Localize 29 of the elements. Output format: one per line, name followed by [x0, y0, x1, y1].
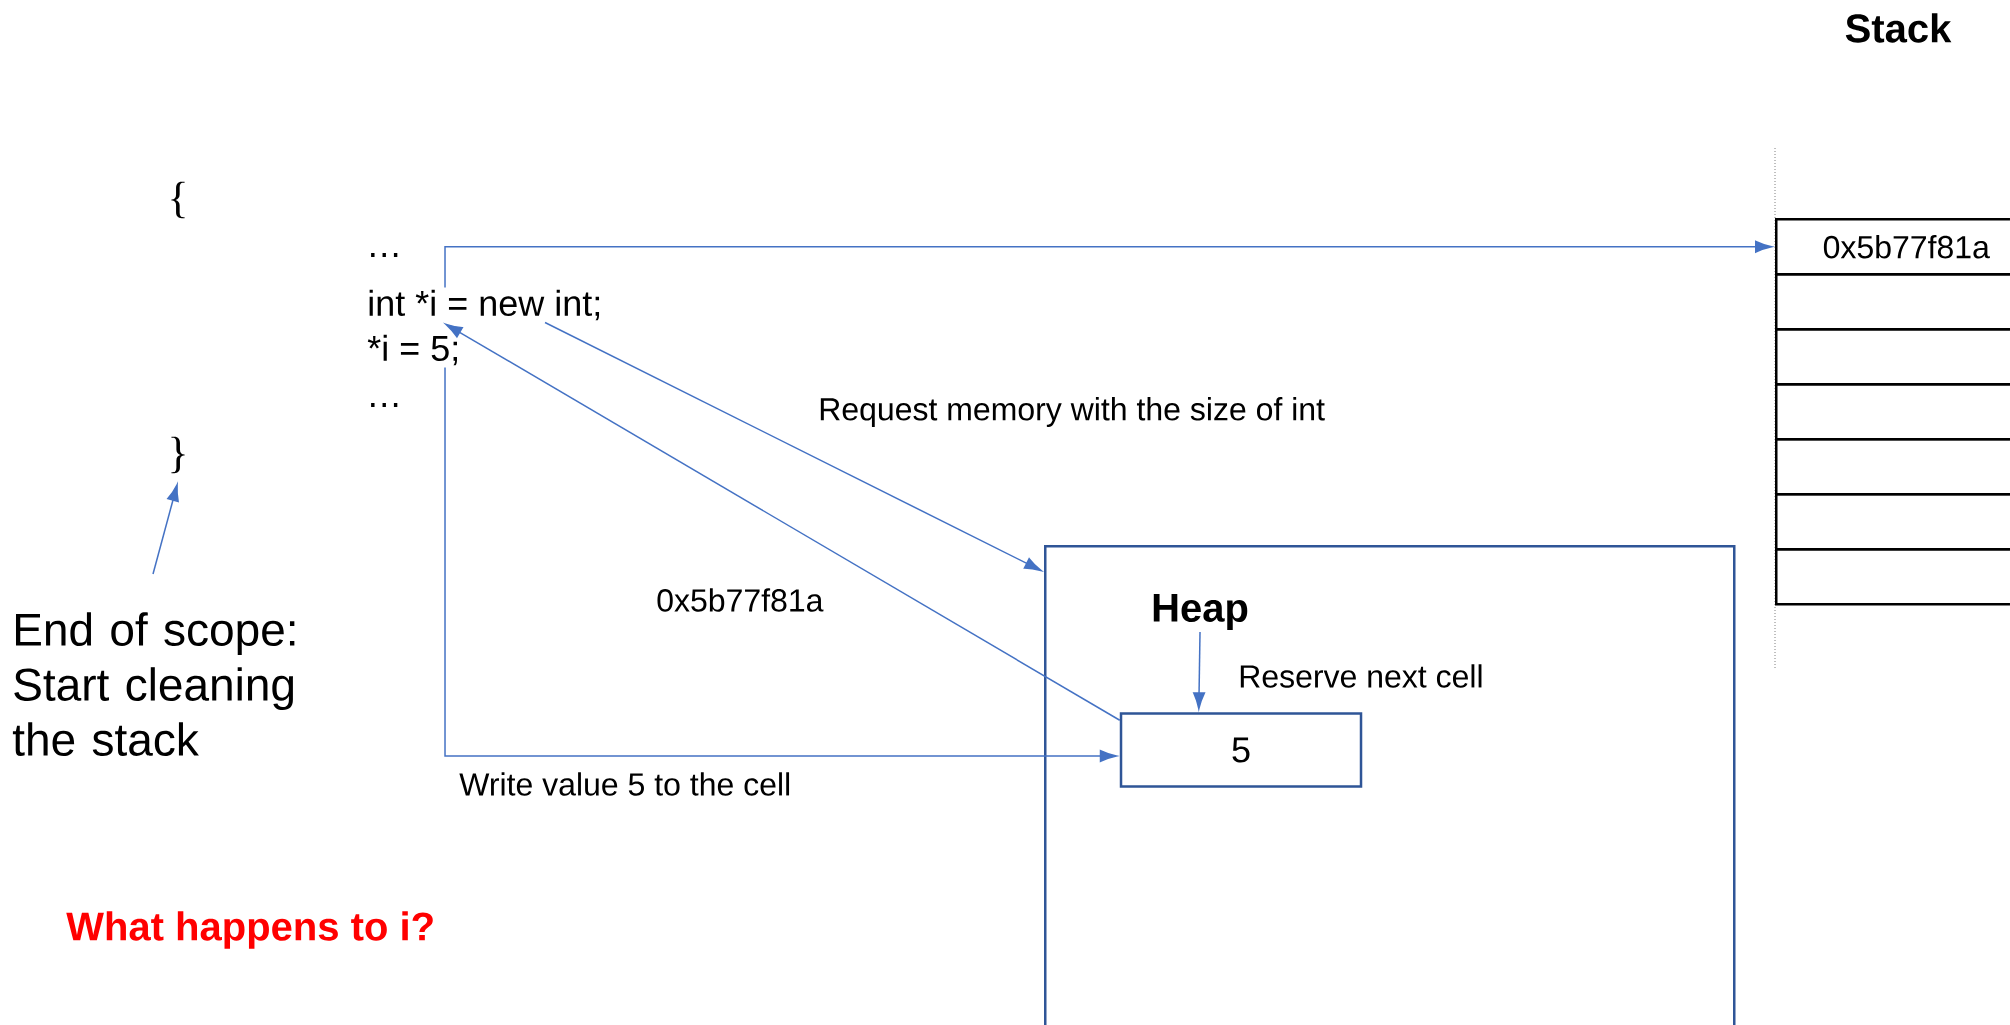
stack-cell	[1775, 383, 2010, 441]
closing-brace: }	[171, 436, 185, 474]
stack-cell	[1775, 493, 2010, 551]
arrow	[1193, 631, 1206, 710]
stack-cell	[1775, 548, 2010, 606]
arrow	[444, 366, 1117, 763]
code-line: …	[371, 253, 398, 257]
stack-cell	[1775, 273, 2010, 331]
edge-label: 0x5b77f81a	[657, 588, 824, 612]
heap-box	[1044, 545, 1736, 1025]
opening-brace: {	[171, 181, 185, 219]
stack-cell: 0x5b77f81a	[1775, 218, 2010, 276]
code-line: int *i = new int;	[369, 289, 600, 321]
memory-cell: 5	[1119, 712, 1363, 788]
annotation-text: End of scope: Start cleaning the stack	[12, 612, 295, 756]
heap-title: Heap	[1153, 594, 1248, 630]
arrow	[544, 321, 1042, 572]
code-line: *i = 5;	[367, 334, 457, 366]
question-text: What happens to i?	[66, 911, 433, 949]
stack-title: Stack	[1845, 13, 1952, 43]
arrow	[445, 323, 1121, 721]
stack-cell	[1775, 328, 2010, 386]
stack-cell	[1775, 438, 2010, 496]
edge-label: Reserve next cell	[1240, 664, 1482, 688]
code-line: …	[371, 403, 398, 407]
edge-label: Write value 5 to the cell	[459, 772, 790, 796]
edge-label: Request memory with the size of int	[820, 397, 1325, 427]
arrow	[152, 484, 179, 575]
arrow	[444, 240, 1773, 289]
